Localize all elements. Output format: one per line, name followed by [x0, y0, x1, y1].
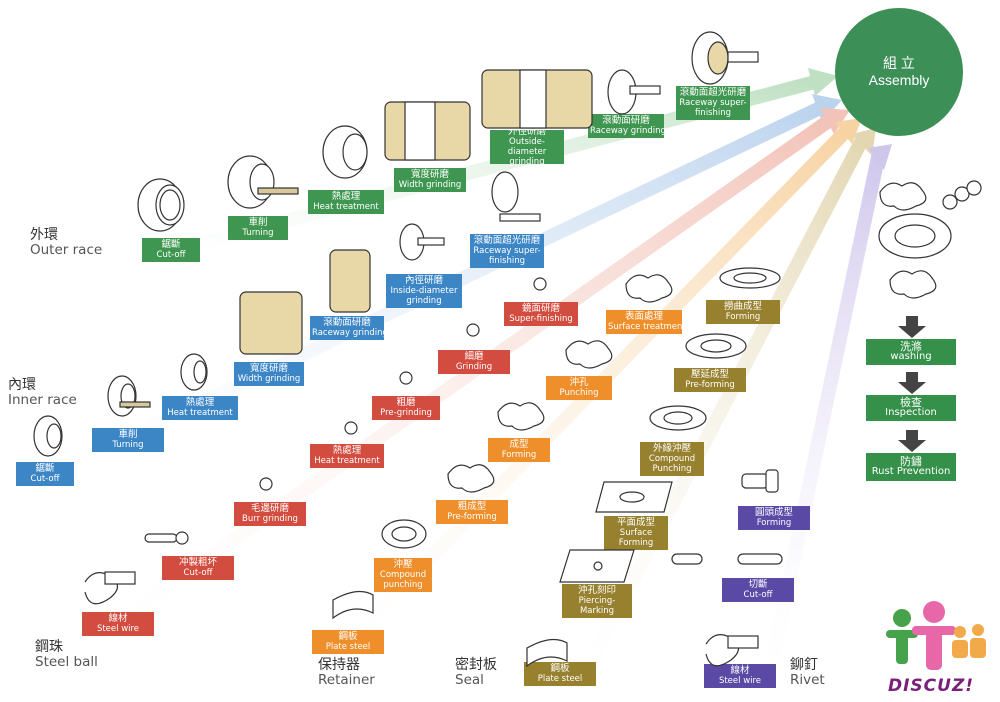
seal-plate-icon: [526, 638, 568, 668]
ball-superfinish-icon: [533, 277, 547, 291]
inner-id-grinding-icon: [399, 223, 445, 261]
retainer-punch-icon: [381, 519, 427, 549]
inner-superfinish-icon: [491, 171, 541, 222]
assembly-zh: 組 立: [883, 55, 915, 71]
outer-ring-icon: [137, 178, 185, 232]
cage-top-icon: [879, 182, 927, 211]
cage-bottom-icon: [889, 270, 937, 299]
inner-ring-turning-icon: [107, 375, 151, 417]
bearing-assembly-icon: [878, 213, 952, 259]
ball-heat-icon: [344, 421, 358, 435]
ball-burr-icon: [259, 477, 273, 491]
assembly-circle: 組 立 Assembly: [835, 8, 963, 136]
down-arrow-2: [898, 372, 926, 394]
seal-compound-icon: [649, 405, 707, 431]
down-arrow-3: [898, 430, 926, 452]
group-steel-ball: 鋼珠 Steel ball: [35, 639, 98, 670]
wire-cutoff-icon: [144, 531, 189, 545]
people-icon: [886, 601, 986, 670]
rivet-head-icon: [741, 469, 779, 493]
od-grinding-wheel-icon: [481, 69, 593, 129]
down-arrow-1: [898, 316, 926, 338]
outer-ring-turning-icon: [227, 155, 299, 209]
seal-preform-icon: [685, 333, 747, 359]
retainer-surface-icon: [625, 274, 673, 303]
raceway-grinding-icon: [607, 69, 661, 115]
balls-icon: [942, 180, 982, 210]
inner-ring-icon: [33, 415, 63, 457]
group-outer-race: 外環 Outer race: [30, 227, 103, 258]
ball-grind-icon: [466, 323, 480, 337]
raceway-superfinish-icon: [691, 31, 759, 85]
group-seal: 密封板 Seal: [455, 657, 497, 688]
logo-text: DISCUZ!: [888, 676, 975, 696]
retainer-punching-icon: [565, 340, 613, 369]
seal-forming-icon: [719, 267, 781, 289]
seal-surface-icon: [595, 481, 673, 513]
discuz-logo: DISCUZ!: [880, 600, 992, 696]
steel-wire-coil-icon: [84, 571, 136, 605]
assembly-en: Assembly: [868, 72, 930, 88]
group-retainer: 保持器 Retainer: [318, 657, 375, 688]
retainer-form-icon: [497, 402, 545, 431]
width-grinding-wheel-icon: [384, 101, 471, 161]
outer-ring-heat-icon: [322, 125, 368, 179]
seal-pierce-icon: [559, 549, 635, 583]
group-inner-race: 內環 Inner race: [8, 377, 77, 408]
inner-ring-heat-icon: [180, 353, 208, 391]
retainer-plate-icon: [332, 590, 374, 620]
retainer-preform-icon: [447, 464, 495, 493]
rivet-cutoff-icon: [671, 553, 783, 565]
group-rivet: 鉚釘 Rivet: [790, 657, 825, 688]
inner-raceway-grinding-icon: [329, 249, 371, 313]
inner-width-grinding-icon: [239, 291, 303, 355]
ball-pregrind-icon: [399, 371, 413, 385]
rivet-wire-icon: [705, 634, 759, 667]
